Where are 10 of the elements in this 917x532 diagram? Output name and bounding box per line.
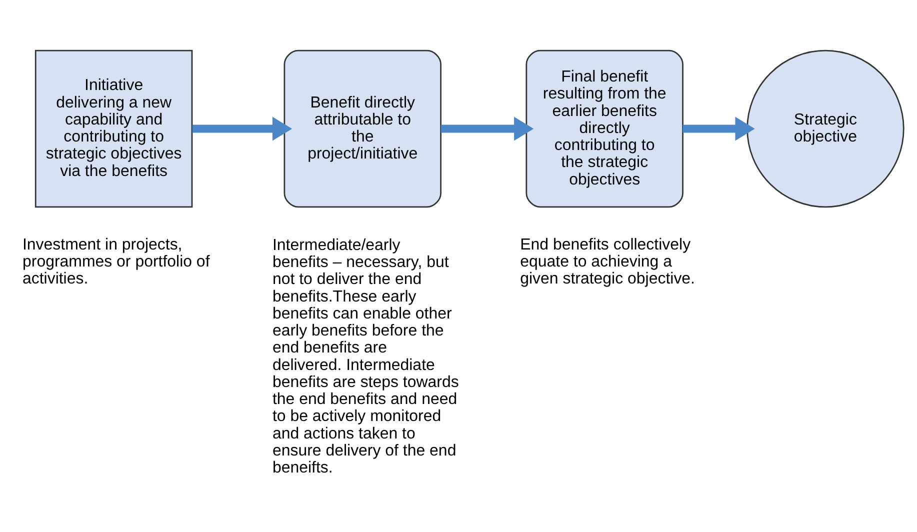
arrow	[440, 116, 534, 141]
node-label: Intermediate/early benefits – necessary, but not to deliver the end benefits.These early benefits can enable other early benefits before the end benefits are delivered. Intermediate benefits are steps towards the end benefits and need to be actively monitored and actions taken to ensure delivery of the end beneifts.	[272, 236, 459, 477]
node-label: Investment in projects, programmes or portfolio of activities.	[22, 236, 210, 288]
node-box: Initiative delivering a new capability and contributing to strategic objectives via the benefits	[34, 50, 193, 208]
arrow	[192, 116, 292, 141]
arrow	[682, 116, 755, 141]
node-box: Final benefit resulting from the earlier benefits directly contributing to the strategic objectives	[526, 50, 684, 208]
node-circle: Strategic objective	[746, 50, 904, 208]
node-box: Benefit directly attributable to the project/initiative	[284, 50, 442, 208]
node-label: End benefits collectively equate to achieving a given strategic objective.	[520, 236, 696, 288]
